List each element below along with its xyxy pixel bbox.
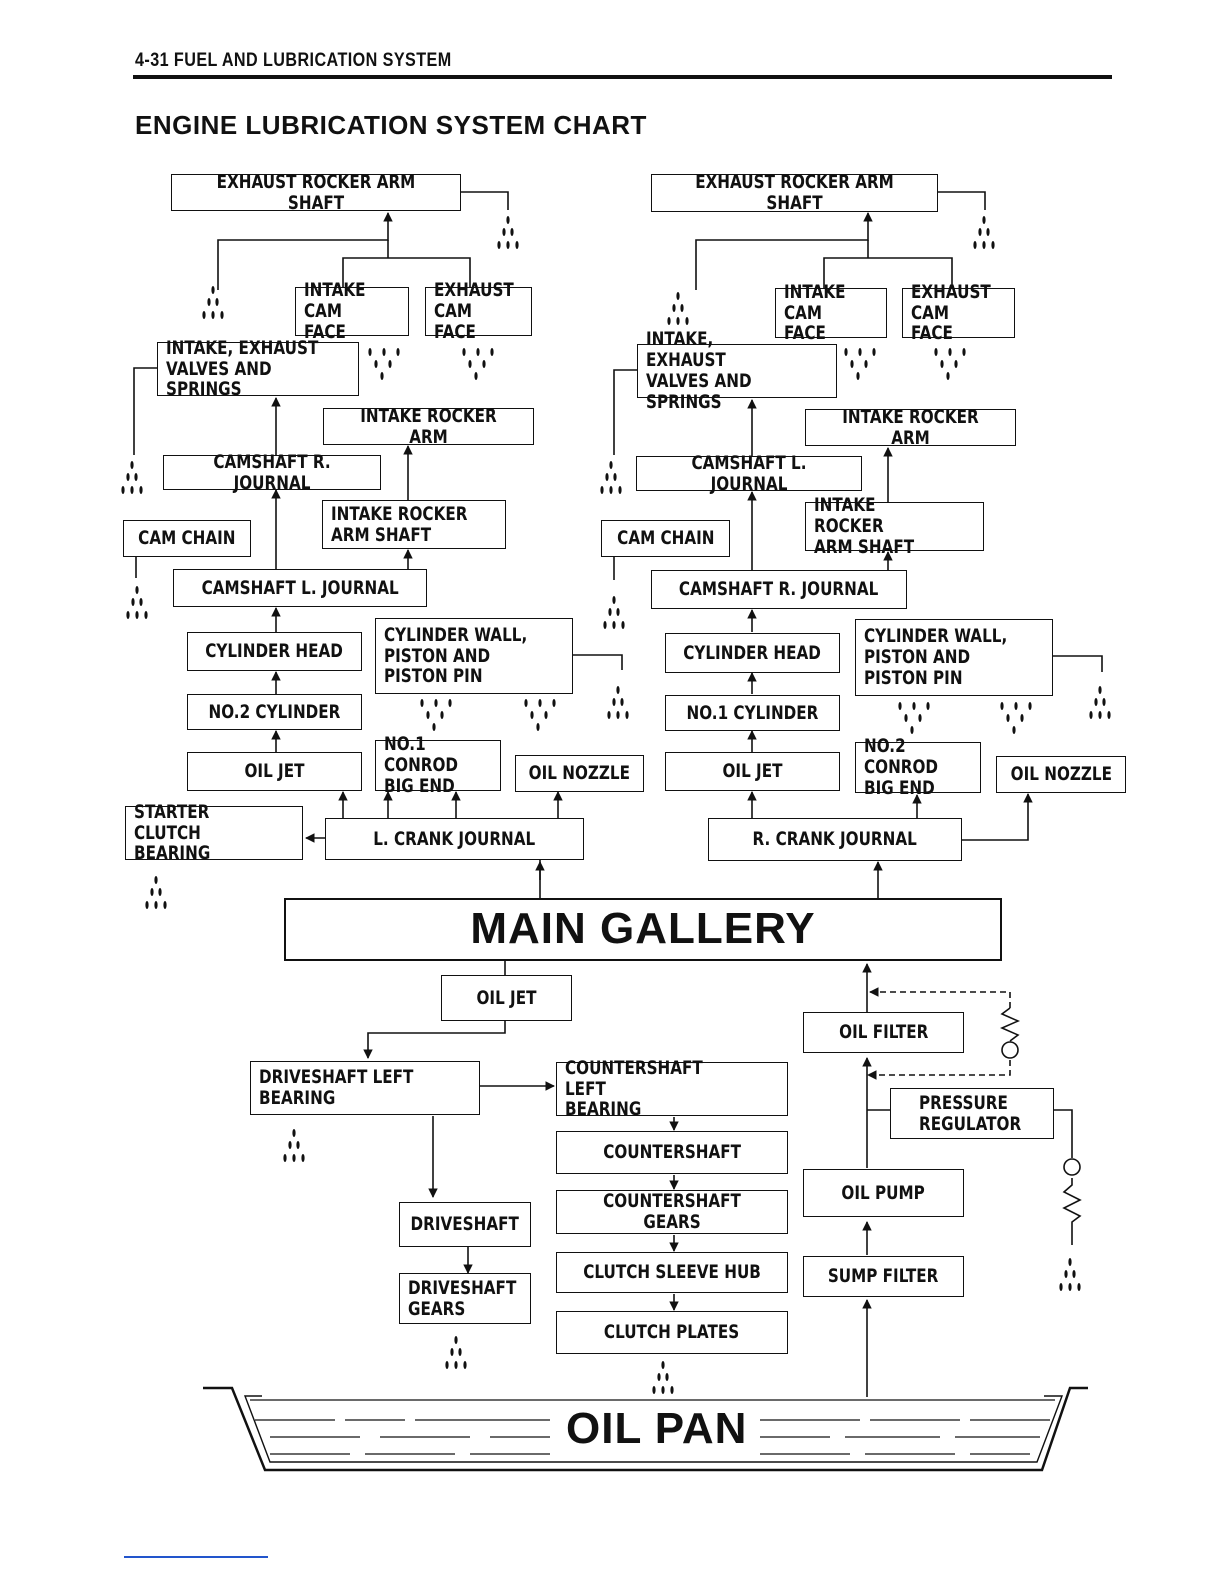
driveshaft-gears: DRIVESHAFT GEARS (399, 1273, 531, 1324)
left-crank-journal: L. CRANK JOURNAL (325, 818, 584, 860)
right-cylinder-wall: CYLINDER WALL, PISTON AND PISTON PIN (855, 619, 1053, 696)
countershaft-gears: COUNTERSHAFT GEARS (556, 1190, 788, 1234)
right-exhaust-cam-face: EXHAUST CAM FACE (902, 281, 1015, 344)
left-cam-chain: CAM CHAIN (123, 520, 251, 557)
oil-pump: OIL PUMP (803, 1169, 964, 1217)
left-intake-rocker-arm: INTAKE ROCKER ARM (323, 405, 534, 447)
left-intake-rocker-arm-shaft: INTAKE ROCKER ARM SHAFT (322, 500, 506, 549)
left-oil-jet: OIL JET (187, 752, 362, 791)
right-cam-chain: CAM CHAIN (601, 520, 730, 557)
lower-oil-jet: OIL JET (441, 975, 572, 1021)
driveshaft-left-bearing: DRIVESHAFT LEFT BEARING (250, 1061, 480, 1115)
right-oil-nozzle: OIL NOZZLE (996, 756, 1126, 793)
sump-filter: SUMP FILTER (803, 1256, 964, 1297)
left-camshaft-journal-lower: CAMSHAFT L. JOURNAL (173, 569, 427, 607)
left-valves-and-springs: INTAKE, EXHAUST VALVES AND SPRINGS (157, 337, 359, 400)
right-conrod-big-end: NO.2 CONROD BIG END (855, 736, 981, 798)
right-intake-cam-face: INTAKE CAM FACE (775, 281, 887, 344)
left-conrod-big-end: NO.1 CONROD BIG END (375, 734, 501, 796)
left-exhaust-cam-face: EXHAUST CAM FACE (425, 280, 532, 342)
header-rule (133, 75, 1112, 79)
right-valves-and-springs: INTAKE, EXHAUST VALVES AND SPRINGS (637, 329, 837, 412)
right-cylinder: NO.1 CYLINDER (665, 695, 840, 731)
left-intake-cam-face: INTAKE CAM FACE (295, 280, 409, 342)
right-oil-jet: OIL JET (665, 752, 840, 791)
chart-title: ENGINE LUBRICATION SYSTEM CHART (135, 110, 647, 140)
clutch-sleeve-hub: CLUTCH SLEEVE HUB (556, 1252, 788, 1293)
oil-pan-label: OIL PAN (560, 1404, 754, 1454)
left-cylinder-wall: CYLINDER WALL, PISTON AND PISTON PIN (375, 618, 573, 694)
right-crank-journal: R. CRANK JOURNAL (708, 818, 962, 861)
left-cylinder: NO.2 CYLINDER (187, 694, 362, 730)
bottom-link-line (124, 1556, 268, 1558)
main-gallery: MAIN GALLERY (284, 898, 1002, 961)
right-camshaft-journal-upper: CAMSHAFT L. JOURNAL (636, 452, 862, 494)
left-camshaft-journal-upper: CAMSHAFT R. JOURNAL (163, 451, 381, 493)
pressure-regulator: PRESSURE REGULATOR (890, 1088, 1054, 1139)
clutch-plates: CLUTCH PLATES (556, 1311, 788, 1354)
right-cylinder-head: CYLINDER HEAD (665, 633, 840, 673)
left-oil-nozzle: OIL NOZZLE (515, 755, 644, 792)
right-exhaust-rocker-arm-shaft: EXHAUST ROCKER ARM SHAFT (651, 172, 938, 213)
page-header: 4-31 FUEL AND LUBRICATION SYSTEM (135, 50, 452, 71)
right-intake-rocker-arm-shaft: INTAKE ROCKER ARM SHAFT (805, 495, 984, 557)
starter-clutch-bearing: STARTER CLUTCH BEARING (125, 801, 303, 864)
oil-filter: OIL FILTER (803, 1012, 964, 1053)
right-camshaft-journal-lower: CAMSHAFT R. JOURNAL (651, 570, 907, 609)
right-intake-rocker-arm: INTAKE ROCKER ARM (805, 406, 1016, 448)
driveshaft: DRIVESHAFT (399, 1202, 531, 1247)
countershaft: COUNTERSHAFT (556, 1131, 788, 1174)
countershaft-left-bearing: COUNTERSHAFT LEFT BEARING (556, 1057, 788, 1120)
left-exhaust-rocker-arm-shaft: EXHAUST ROCKER ARM SHAFT (171, 171, 461, 213)
left-cylinder-head: CYLINDER HEAD (187, 632, 362, 671)
